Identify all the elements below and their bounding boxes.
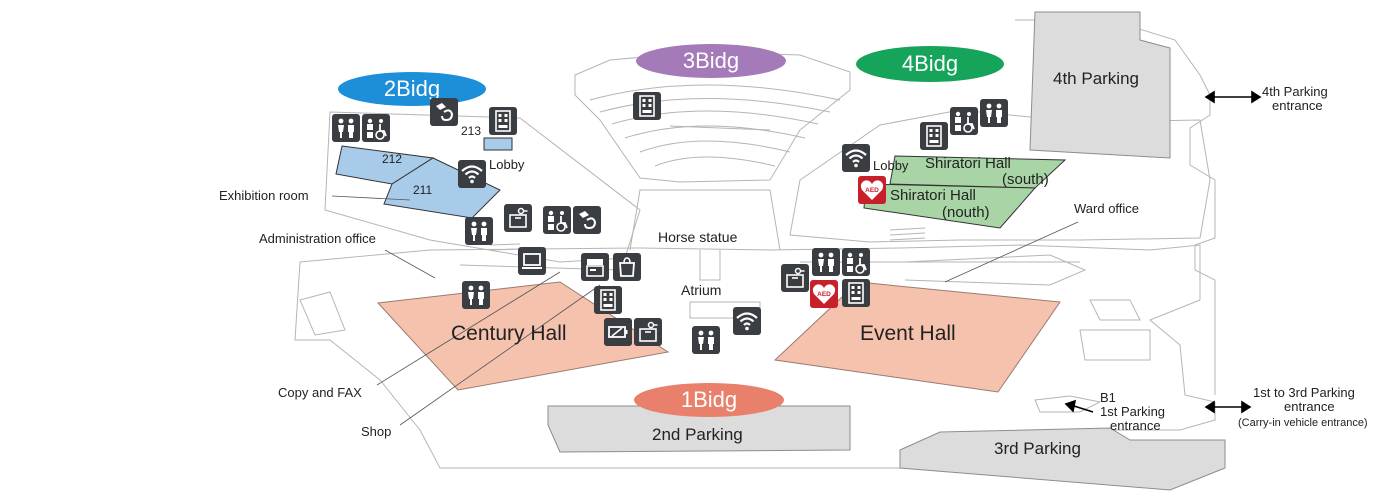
- vending-machine-icon[interactable]: [920, 122, 948, 150]
- building-2-label[interactable]: 2Bidg: [338, 72, 486, 106]
- copy-machine-icon[interactable]: [581, 253, 609, 281]
- ward-office-label: Ward office: [1074, 201, 1140, 216]
- coin-locker-icon[interactable]: [504, 204, 532, 232]
- svg-text:AED: AED: [817, 291, 831, 298]
- parking-4-entrance-label-1: 4th Parking: [1262, 84, 1328, 99]
- vending-machine-icon[interactable]: [489, 107, 517, 135]
- room-212-label: 212: [382, 152, 403, 166]
- parking-3-area: [899, 427, 1226, 491]
- exhibition-room-211: [383, 157, 501, 219]
- leader-copy-fax: [376, 271, 561, 386]
- lobby-2-label: Lobby: [489, 157, 525, 172]
- parking-2-label[interactable]: 2nd Parking: [652, 425, 743, 444]
- room-213: [483, 137, 513, 151]
- exhibition-room-label: Exhibition room: [219, 188, 309, 203]
- svg-text:AED: AED: [865, 187, 879, 194]
- vending-machine-icon[interactable]: [594, 286, 622, 314]
- aed-icon[interactable]: AED: [810, 280, 838, 308]
- building-outline: [294, 244, 1216, 469]
- arrow-b1: [1073, 405, 1094, 413]
- coin-locker-icon[interactable]: [781, 264, 809, 292]
- atrium-label: Atrium: [681, 282, 722, 298]
- parking-1-3-entrance-label-2: entrance: [1284, 399, 1335, 414]
- shiratori-south-label-2: (south): [1002, 171, 1049, 188]
- restroom-icon[interactable]: [462, 281, 490, 309]
- event-hall-area: [773, 281, 1061, 393]
- building4-outline: [789, 109, 1211, 243]
- charging-icon[interactable]: [604, 318, 632, 346]
- building-1-label[interactable]: 1Bidg: [634, 383, 784, 417]
- horse-statue-label: Horse statue: [658, 229, 738, 245]
- parking-3-label[interactable]: 3rd Parking: [994, 439, 1081, 458]
- restroom-icon[interactable]: [812, 248, 840, 276]
- building-4-label[interactable]: 4Bidg: [856, 46, 1004, 82]
- b1-entrance-label-2: entrance: [1110, 418, 1161, 433]
- shiratori-south-label-1[interactable]: Shiratori Hall: [925, 155, 1011, 172]
- copy-fax-label: Copy and FAX: [278, 385, 362, 400]
- wifi-icon[interactable]: [842, 144, 870, 172]
- aed-icon[interactable]: AED: [858, 176, 886, 204]
- accessible-restroom-icon[interactable]: [362, 114, 390, 142]
- parking-2-area: [547, 405, 851, 453]
- restroom-icon[interactable]: [465, 217, 493, 245]
- administration-office-label: Administration office: [259, 231, 376, 246]
- b1-entrance-label-1: 1st Parking: [1100, 404, 1166, 419]
- restroom-icon[interactable]: [692, 326, 720, 354]
- water-fountain-icon[interactable]: [430, 98, 458, 126]
- coin-locker-icon[interactable]: [634, 318, 662, 346]
- century-hall-label[interactable]: Century Hall: [451, 322, 567, 345]
- wifi-icon[interactable]: [733, 307, 761, 335]
- shop-label: Shop: [361, 424, 392, 439]
- event-hall-label[interactable]: Event Hall: [860, 322, 956, 345]
- parking-1-3-entrance-label-1: 1st to 3rd Parking: [1253, 385, 1355, 400]
- shop-icon[interactable]: [613, 253, 641, 281]
- accessible-restroom-icon[interactable]: [842, 248, 870, 276]
- parking-4-entrance-label-2: entrance: [1272, 98, 1323, 113]
- leader-shop: [399, 284, 601, 426]
- leader-administration: [384, 249, 436, 279]
- restroom-icon[interactable]: [543, 206, 571, 234]
- shiratori-north-label-1[interactable]: Shiratori Hall: [890, 187, 976, 204]
- parking-4-label[interactable]: 4th Parking: [1053, 69, 1139, 88]
- b1-label: B1: [1100, 390, 1116, 405]
- shiratori-north-label-2: (nouth): [942, 204, 990, 221]
- service-strip-outline: [1015, 19, 1216, 395]
- leader-exhibition: [331, 195, 411, 201]
- room-213-label: 213: [461, 124, 482, 138]
- parking-4-area: [1029, 11, 1171, 159]
- accessible-restroom-icon[interactable]: [950, 107, 978, 135]
- vending-machine-icon[interactable]: [633, 92, 661, 120]
- leader-ward-office: [944, 221, 1079, 283]
- water-fountain-icon[interactable]: [573, 206, 601, 234]
- computer-icon[interactable]: [518, 247, 546, 275]
- vending-machine-icon[interactable]: [842, 279, 870, 307]
- wifi-icon[interactable]: [458, 160, 486, 188]
- restroom-icon[interactable]: [332, 114, 360, 142]
- restroom-icon[interactable]: [980, 99, 1008, 127]
- room-211-label: 211: [413, 183, 433, 197]
- parking-1-3-entrance-label-3: (Carry-in vehicle entrance): [1238, 417, 1368, 429]
- building-3-label[interactable]: 3Bidg: [636, 44, 786, 78]
- lobby-4-label: Lobby: [873, 158, 909, 173]
